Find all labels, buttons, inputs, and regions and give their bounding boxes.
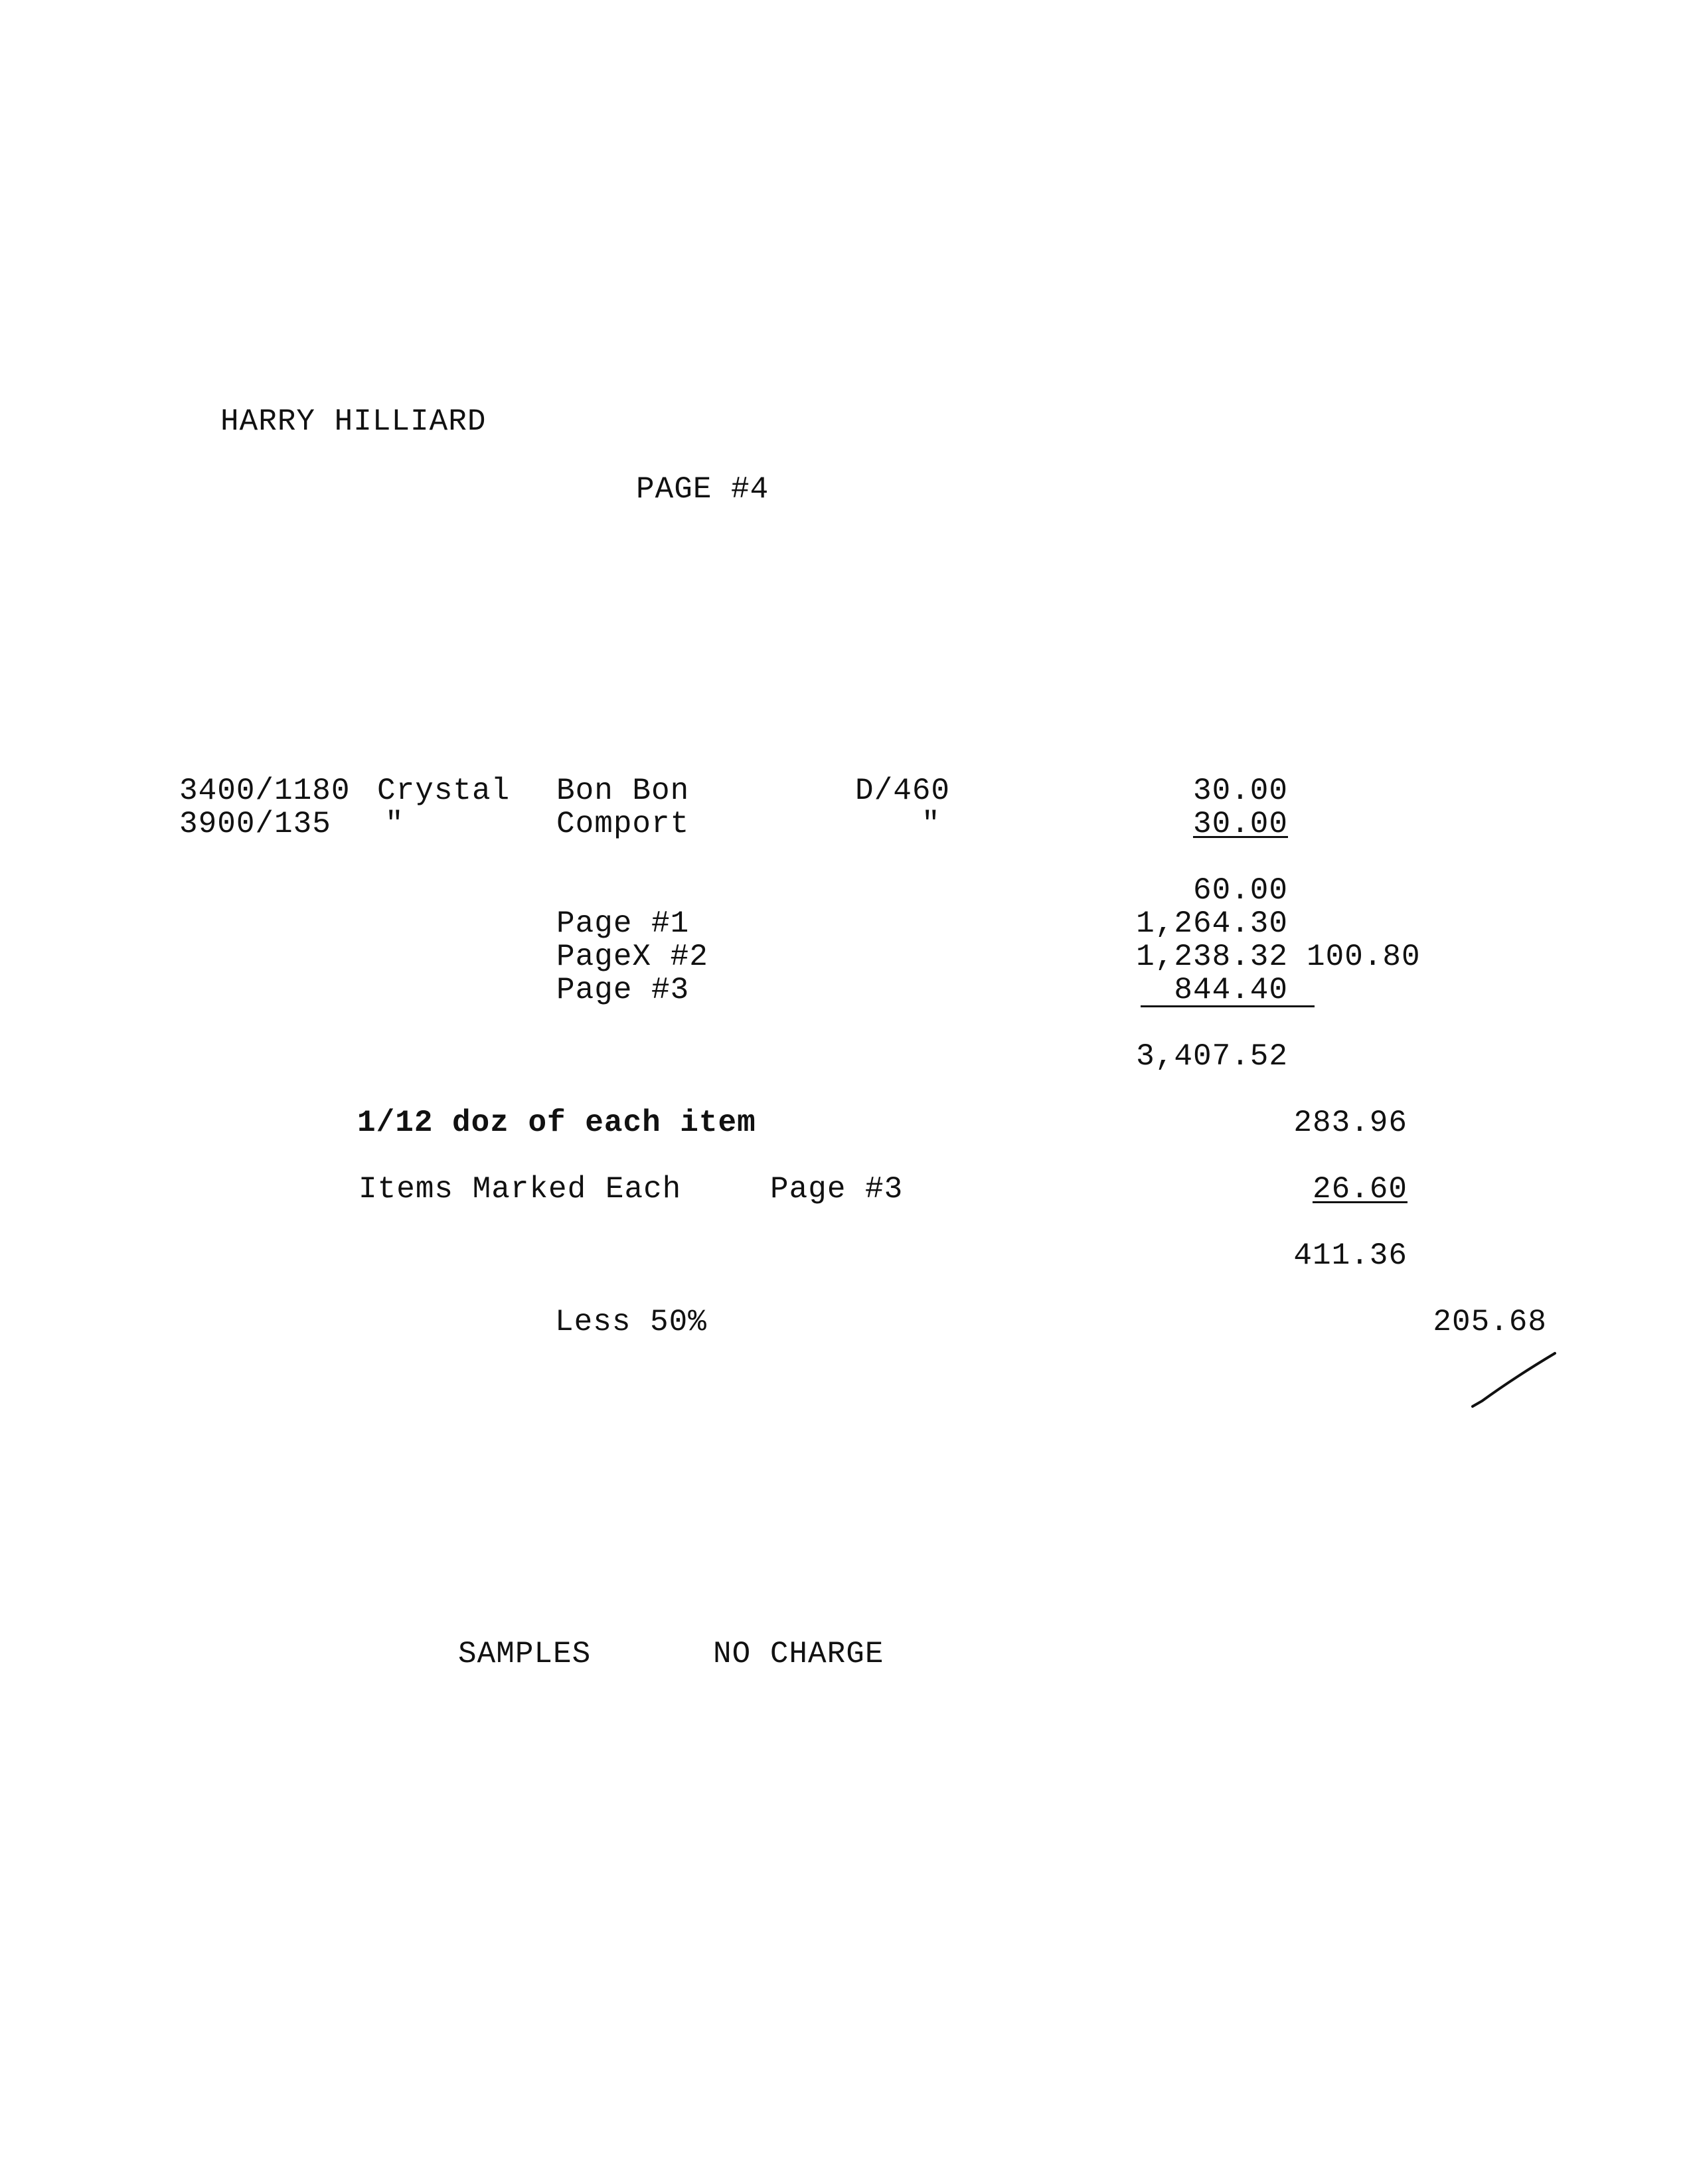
item-color: " — [385, 807, 404, 841]
dozen-line-label: 1/12 doz of each item — [357, 1106, 756, 1140]
page-label: PAGE #4 — [636, 472, 769, 507]
item-description: Comport — [556, 807, 690, 841]
page-row-amount: 844.40 — [1174, 973, 1288, 1007]
samples-label: SAMPLES — [458, 1637, 592, 1671]
combined-total: 411.36 — [1293, 1238, 1407, 1273]
item-decoration: D/460 — [855, 774, 951, 808]
item-decoration: " — [922, 807, 941, 841]
marked-line-label: Items Marked Each — [359, 1172, 682, 1207]
grand-total: 3,407.52 — [1136, 1039, 1288, 1074]
total-rule — [1141, 1005, 1315, 1007]
discount-amount: 205.68 — [1433, 1305, 1547, 1339]
item-amount: 30.00 — [1192, 807, 1288, 841]
subtotal-amount: 60.00 — [1192, 873, 1288, 908]
marked-line-amount: 26.60 — [1312, 1172, 1407, 1207]
item-amount: 30.00 — [1192, 774, 1288, 808]
no-charge-label: NO CHARGE — [713, 1637, 884, 1671]
page-row-amount: 1,264.30 — [1136, 906, 1288, 941]
page-row-label: Page #1 — [556, 906, 690, 941]
marked-line-page-ref: Page #3 — [770, 1172, 904, 1207]
item-description: Bon Bon — [556, 774, 690, 808]
discount-label: Less 50% — [555, 1305, 707, 1339]
page-row-label: Page #3 — [556, 973, 690, 1007]
item-number: 3900/135 — [179, 807, 331, 841]
page-row-label: PageX #2 — [556, 940, 708, 974]
dozen-line-amount: 283.96 — [1293, 1106, 1407, 1140]
page-row-amount: 1,238.32 — [1136, 940, 1288, 974]
item-number: 3400/1180 — [179, 774, 351, 808]
item-color: Crystal — [377, 774, 511, 808]
page-row-side-note: 100.80 — [1307, 940, 1421, 974]
customer-name: HARRY HILLIARD — [220, 404, 487, 439]
check-mark-icon — [1471, 1352, 1556, 1408]
